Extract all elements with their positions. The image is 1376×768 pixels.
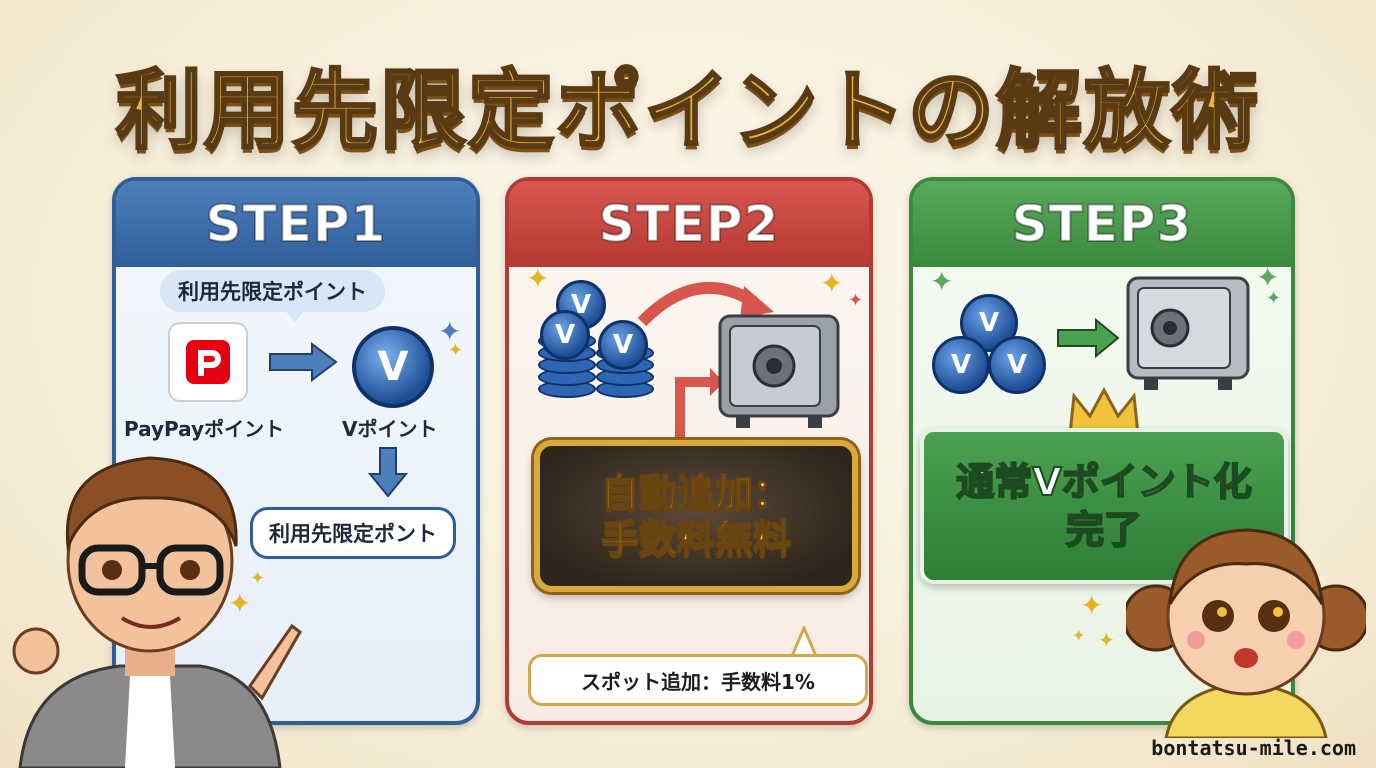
step1-header: STEP1: [116, 181, 476, 267]
curved-arrow-icon: [637, 281, 774, 327]
sparkle-icon: ✦: [438, 315, 462, 348]
safe-icon: [718, 314, 840, 428]
coin-stack-icon: V V V: [538, 280, 658, 410]
badge-line-1: 自動追加：: [600, 470, 792, 516]
arrow-down-icon: [368, 447, 408, 498]
crown-icon: [1068, 386, 1140, 436]
paypay-label: PayPayポイント: [124, 417, 285, 441]
girl-character-icon: [1126, 528, 1366, 738]
sparkle-icon: ✦: [1098, 628, 1115, 652]
sparkle-icon: ✦: [228, 587, 252, 620]
bubble-tail-icon: [283, 308, 307, 322]
man-character-icon: [12, 456, 302, 768]
sparkle-icon: ✦: [1256, 261, 1280, 294]
arrow-up-icon: [675, 368, 724, 440]
safe-icon: [1126, 276, 1250, 390]
sparkle-icon: ✦: [930, 265, 954, 298]
arrow-right-icon: [269, 342, 338, 382]
sparkle-icon: ✦: [1266, 288, 1282, 309]
step3-header: STEP3: [913, 181, 1291, 267]
spot-add-fee-note: スポット追加：手数料1%: [528, 654, 868, 706]
step1-limited-point-bubble: 利用先限定ポイント: [160, 270, 385, 312]
sparkle-icon: ✦: [820, 267, 844, 300]
step2-header: STEP2: [509, 181, 869, 267]
sparkle-icon: ✦: [1080, 589, 1104, 622]
sparkle-icon: ✦: [848, 290, 864, 311]
site-url: bontatsu-mile.com: [1151, 736, 1356, 760]
auto-add-badge: 自動追加： 手数料無料: [534, 440, 858, 592]
v-coin-icon: V: [352, 326, 434, 408]
sparkle-icon: ✦: [1072, 626, 1086, 645]
paypay-icon: [168, 322, 248, 402]
result-line-2: 完了: [1065, 507, 1143, 553]
sparkle-icon: ✦: [526, 262, 550, 295]
badge-line-2: 手数料無料: [600, 516, 792, 562]
page-title: 利用先限定ポイントの解放術: [115, 60, 1260, 163]
vpoint-label: Vポイント: [342, 417, 438, 441]
v-coins-icon: V V V: [930, 292, 1050, 394]
sparkle-icon: ✦: [448, 340, 464, 361]
sparkle-icon: ✦: [250, 568, 266, 589]
result-line-1: 通常Vポイント化: [955, 459, 1252, 505]
step1-result-bubble: 利用先限定ポント: [250, 507, 456, 559]
arrow-right-icon: [1057, 318, 1120, 358]
